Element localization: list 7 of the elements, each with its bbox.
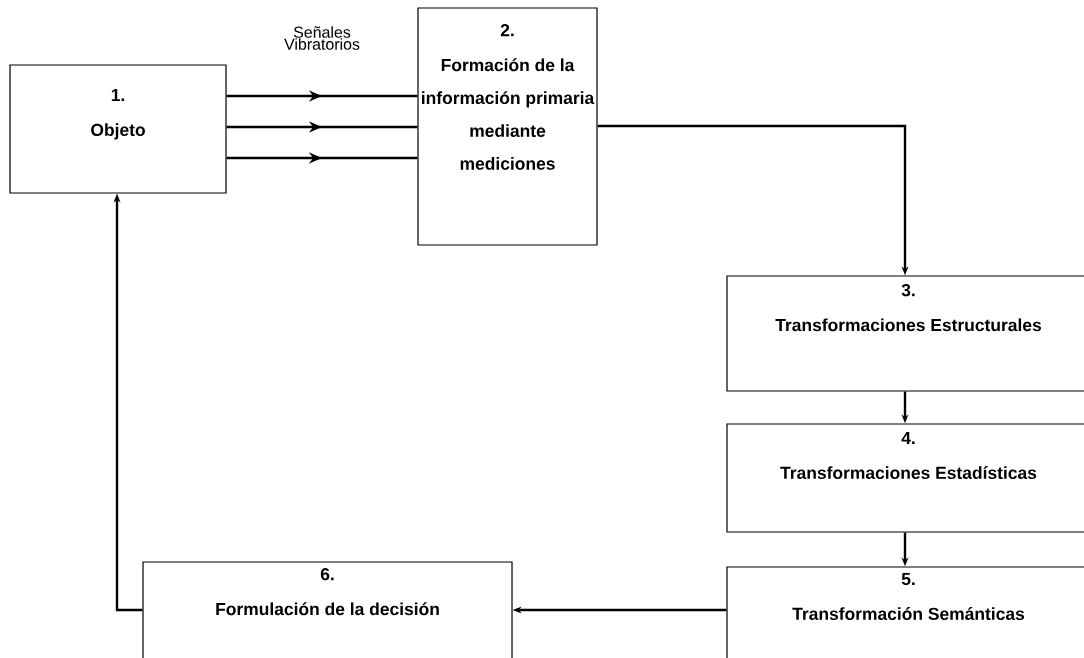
process-box: 5. Transformación Semánticas — [726, 566, 1084, 658]
process-box: 6. Formulación de la decisión — [142, 561, 513, 658]
process-box: 4. Transformaciones Estadísticas — [726, 423, 1084, 533]
process-box: 3. Transformaciones Estructurales — [726, 275, 1084, 392]
process-box: 1. Objeto — [9, 64, 227, 194]
process-box: 2. Formación de la información primaria mediante mediciones — [417, 7, 598, 246]
signal-label: Señales Vibratorios — [284, 26, 360, 50]
